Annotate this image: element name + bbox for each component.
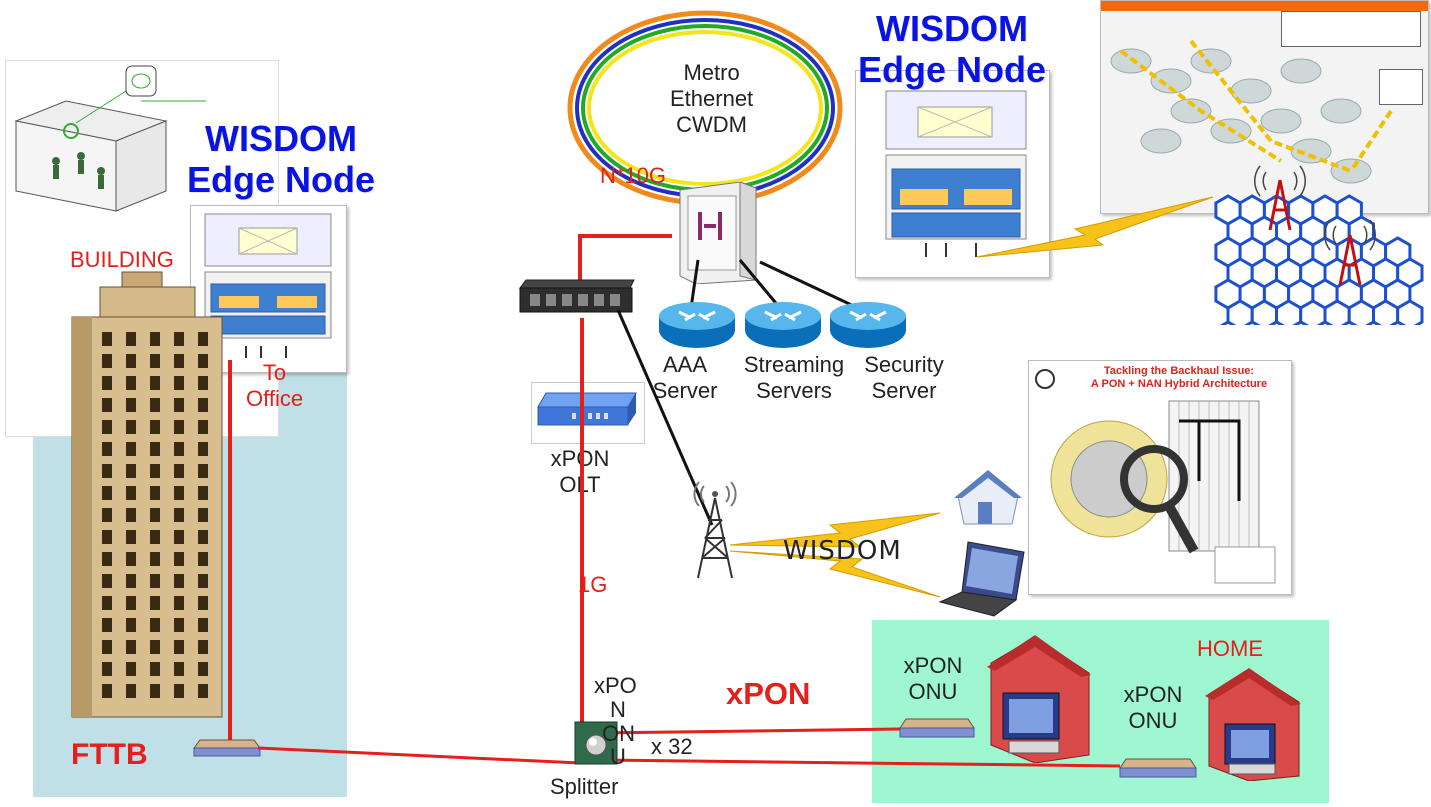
- home1-onu-device-icon: [899, 718, 975, 738]
- home2-house-icon: [1205, 668, 1301, 781]
- home1-house-icon: [987, 635, 1091, 763]
- wireless-tower-icon: [693, 481, 737, 579]
- splitter-label: Splitter: [550, 774, 619, 799]
- metro-ring-label: Metro Ethernet CWDM: [670, 60, 754, 137]
- fttb-onu-device-icon: [193, 739, 261, 757]
- hexagon-cells-icon: [1214, 165, 1424, 325]
- streaming-router-icon: [745, 302, 821, 348]
- backhaul-title-line2: A PON + NAN Hybrid Architecture: [1090, 378, 1268, 391]
- floorplan-sketch-icon: [14, 65, 206, 212]
- splitter-count-label: x 32: [651, 734, 693, 759]
- fttb-label: FTTB: [71, 738, 148, 771]
- splitter-onu-label: xPO N ON U: [594, 673, 637, 770]
- n10g-link-label: N*10G: [600, 163, 667, 188]
- metro-to-olt-link-v: [578, 234, 582, 282]
- backhaul-architecture-panel: Tackling the Backhaul Issue: A PON + NAN…: [1028, 360, 1292, 595]
- xpon-title: xPON: [726, 676, 811, 711]
- building-label: BUILDING: [70, 247, 174, 272]
- edge-node-diagram-left: [190, 205, 347, 373]
- building-icon: [71, 271, 223, 718]
- wisdom-edge-node-left-title: WISDOM Edge Node: [186, 118, 375, 201]
- wisdom-wireless-label: WISDOM: [783, 536, 902, 566]
- aaa-router-icon: [659, 302, 735, 348]
- security-router-icon: [830, 302, 906, 348]
- metro-to-olt-link-h: [580, 234, 672, 238]
- laptop-icon: [938, 541, 1025, 617]
- 1g-link-label: 1G: [578, 572, 608, 597]
- office-fiber-link: [228, 360, 232, 748]
- home2-onu-device-icon: [1119, 758, 1197, 778]
- olt-to-splitter-link: [580, 318, 584, 738]
- splitter-icon: [574, 721, 618, 765]
- wireless-bolts: [730, 512, 941, 598]
- edge-to-map-bolt: [976, 196, 1214, 258]
- backhaul-link: [616, 309, 714, 526]
- wisdom-edge-node-right-title: WISDOM Edge Node: [857, 8, 1046, 91]
- edge-node-diagram-right: [855, 70, 1050, 278]
- house-icon: [954, 470, 1022, 525]
- office-label: To Office: [246, 360, 304, 411]
- backhaul-title-line1: Tackling the Backhaul Issue:: [1103, 365, 1255, 377]
- wimax-coverage-map: [1100, 0, 1429, 214]
- home-label: HOME: [1197, 636, 1263, 661]
- olt-chassis-icon: [519, 279, 635, 313]
